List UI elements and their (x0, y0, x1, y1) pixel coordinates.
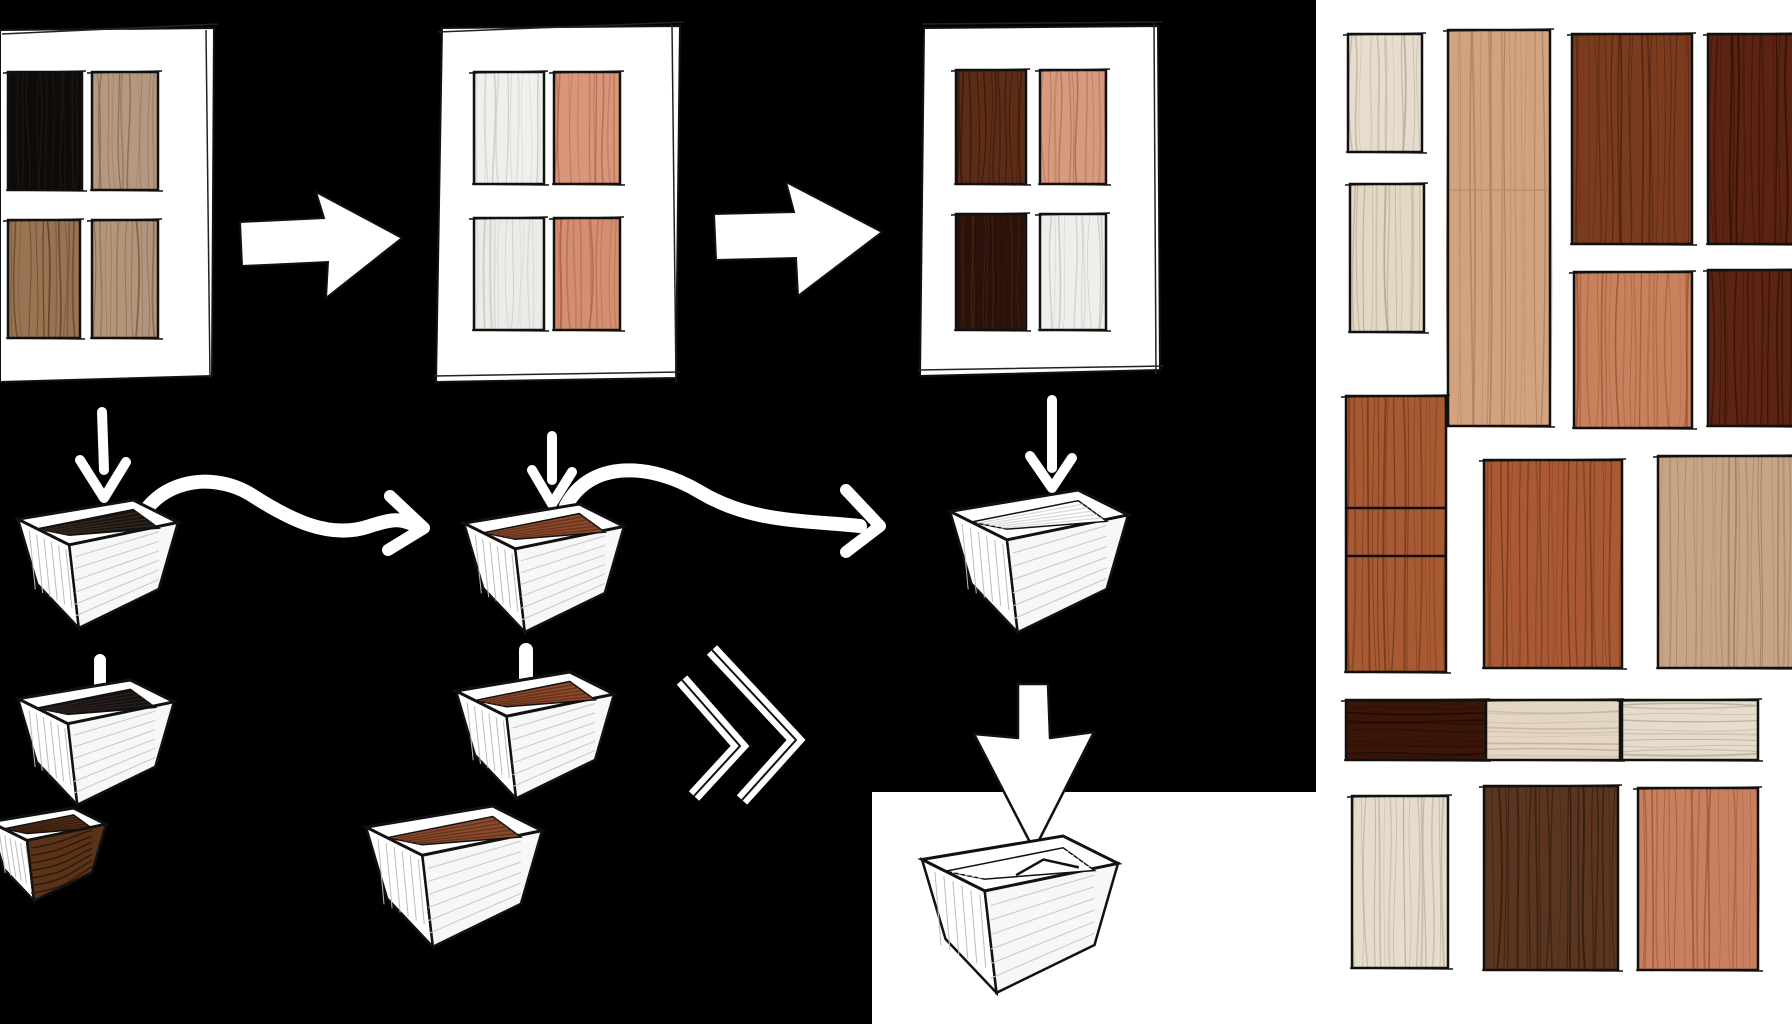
wood-swatch (468, 216, 550, 332)
wood-sample-panel (1632, 786, 1764, 972)
card-sketch-line (1, 23, 219, 379)
palette-card (433, 21, 685, 384)
wood-swatch (86, 218, 164, 340)
wood-sample-panel (1442, 28, 1556, 428)
sorting-bin (451, 670, 619, 802)
swatch-grid (950, 68, 1112, 332)
sorting-bin (13, 498, 183, 632)
swatch-grid (2, 70, 164, 340)
wood-swatch (2, 218, 86, 340)
wood-sample-panel (1702, 32, 1792, 246)
wood-sample-panel (1478, 458, 1628, 670)
palette-card (917, 21, 1165, 378)
wood-sample-panel (1566, 32, 1698, 246)
swatch-grid (468, 70, 626, 332)
wood-swatch (950, 68, 1032, 186)
palette-card (0, 23, 219, 384)
wavy-arrow (127, 474, 430, 556)
wood-sample-panel (1346, 794, 1454, 970)
wood-sample-panel (1702, 268, 1792, 428)
wood-swatch (950, 212, 1032, 332)
bin-group (0, 488, 1133, 997)
wavy-arrow (559, 463, 886, 558)
wood-sample-panel (1478, 784, 1624, 972)
sorting-bin (0, 806, 111, 905)
wood-sample-panel (1616, 698, 1764, 762)
down-arrow-thin (527, 431, 577, 509)
wood-swatch (86, 70, 164, 192)
down-arrow-thin (75, 407, 131, 503)
wood-sample-board (1340, 28, 1792, 972)
wood-sample-panel (1342, 32, 1428, 154)
right-arrow (238, 189, 404, 301)
wood-swatch (468, 70, 550, 186)
wood-swatch (1034, 68, 1112, 186)
right-arrow (712, 180, 884, 298)
big-down-arrow (972, 682, 1096, 852)
wood-sample-panel (1340, 394, 1452, 674)
wood-swatch (2, 70, 88, 192)
wood-sample-panel (1340, 698, 1492, 762)
wood-swatch (1034, 212, 1112, 332)
double-chevron-arrow (676, 645, 806, 805)
panel-divider (1346, 506, 1446, 558)
wood-sample-panel (1480, 698, 1626, 762)
wood-sample-panel (1568, 270, 1698, 430)
card-sketch-line (433, 21, 685, 383)
wood-sample-panel (1652, 454, 1792, 670)
sorting-bin (917, 834, 1123, 997)
wood-swatch (548, 216, 626, 332)
card-sketch-line (917, 21, 1165, 375)
sorting-bin (459, 502, 629, 636)
down-arrow-thin (1025, 395, 1077, 493)
wood-sample-panel (1344, 182, 1430, 334)
wood-swatch (548, 70, 626, 186)
sorting-bin (945, 488, 1133, 636)
sorting-bin (13, 678, 179, 809)
sorting-bin (361, 804, 547, 951)
